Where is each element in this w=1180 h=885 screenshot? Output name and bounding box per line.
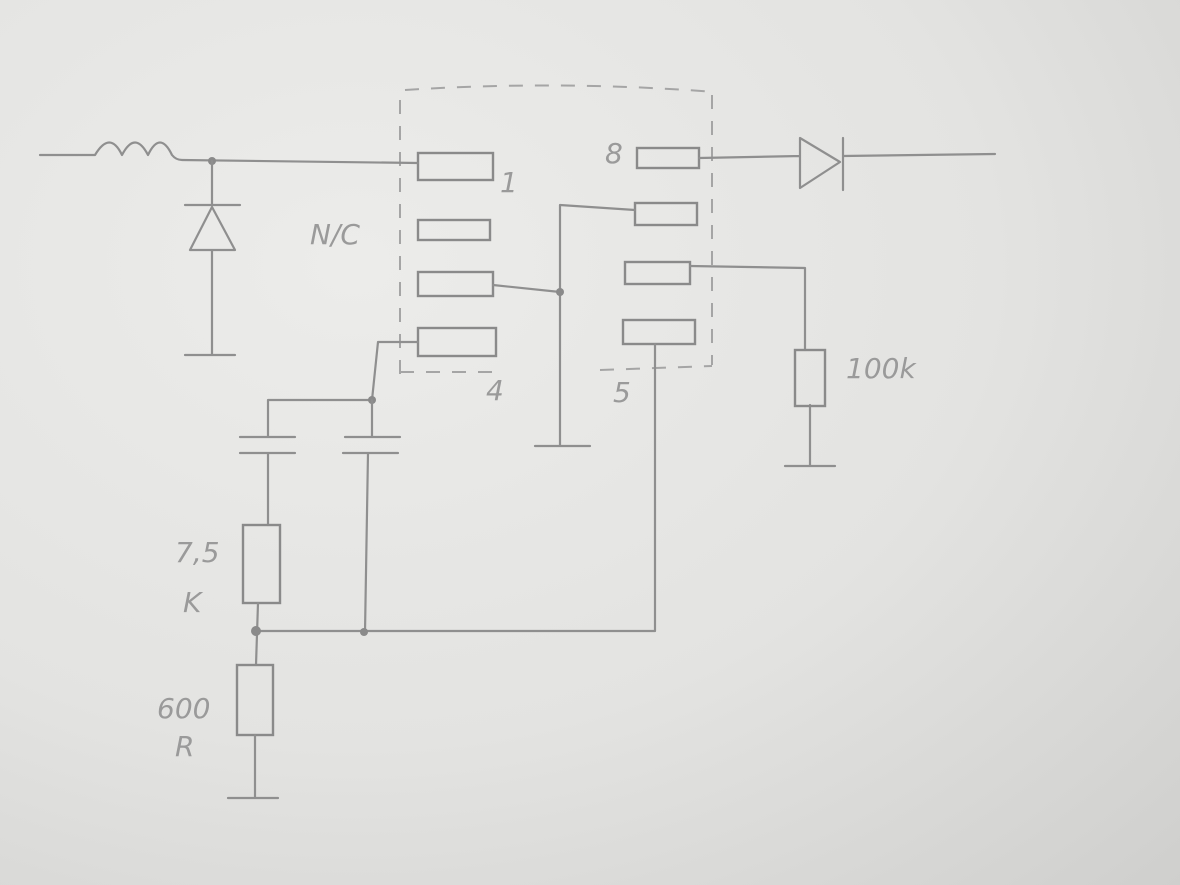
resistor-600r-label: 600: [157, 692, 210, 725]
resistor-7k5-unit: K: [183, 586, 204, 619]
wire-feedback: [254, 342, 657, 667]
ic-pin-2: [416, 218, 492, 242]
resistor-600r-unit: R: [175, 730, 194, 763]
junction-dot: [556, 288, 564, 296]
resistor-7k5-label: 7,5: [175, 536, 220, 569]
wire-pin6-resistor: [688, 264, 837, 468]
resistor-600r: [235, 663, 275, 737]
ground-bottom: [226, 733, 280, 800]
pin-8-label: 8: [605, 137, 623, 170]
pin-5-label: 5: [613, 376, 631, 409]
diode-vertical: [183, 159, 242, 357]
ic-pin-1: [416, 151, 495, 182]
ic-pin-3: [416, 270, 495, 298]
ic-outline: [399, 84, 716, 375]
resistor-7k5: [241, 523, 282, 605]
resistor-100k: [793, 348, 827, 408]
ic-pin-8: [635, 146, 701, 170]
inductor: [38, 141, 420, 165]
wire-pin4: [238, 340, 420, 527]
junction-dot: [360, 628, 368, 636]
capacitor-2: [341, 398, 402, 634]
ic-pin-4: [416, 326, 498, 358]
wire-pin3-ground: [491, 203, 637, 448]
junction-dot: [251, 626, 261, 636]
ic-pin-5: [621, 318, 697, 346]
ic-pin-6: [623, 260, 692, 286]
pin-4-label: 4: [486, 374, 504, 407]
ic-pin-7: [633, 201, 699, 227]
resistor-100k-label: 100k: [846, 352, 917, 385]
pin-1-label: 1: [500, 166, 518, 199]
pin-2-label: N/C: [310, 218, 360, 251]
diode-output: [697, 136, 997, 192]
